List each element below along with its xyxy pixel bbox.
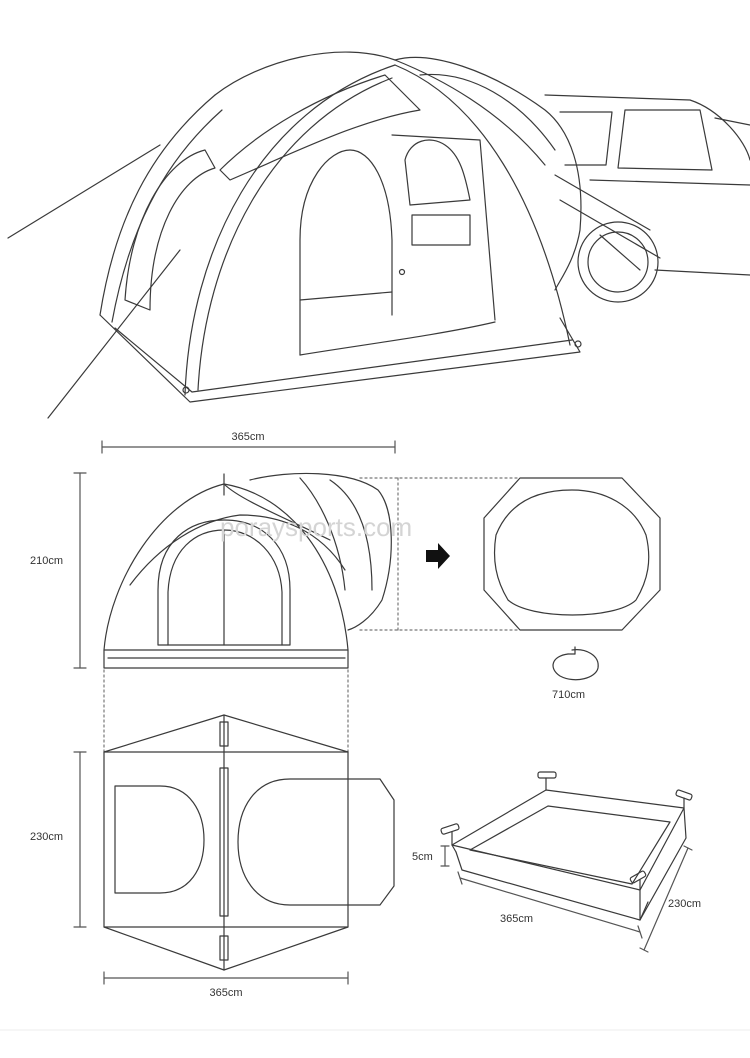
corner-post-right <box>675 789 693 801</box>
side-window <box>124 149 216 311</box>
awning-perimeter-label: 710cm <box>552 689 585 701</box>
dashed-connectors-bottom <box>103 669 349 753</box>
floor-depth-label: 230cm <box>30 831 63 843</box>
tub-width-label: 365cm <box>500 913 533 925</box>
floor-left-door <box>114 785 205 894</box>
tent-perspective-illustration <box>7 51 750 419</box>
rear-window <box>404 139 471 206</box>
tub-depth-label: 230cm <box>668 898 701 910</box>
right-arrow-icon <box>426 543 450 569</box>
floor-plan-outline <box>103 714 349 971</box>
dimension-tub-depth <box>639 845 693 953</box>
dimension-floor-depth <box>73 751 87 928</box>
awning-flat-outline <box>483 477 661 631</box>
tent-base <box>99 314 581 403</box>
car-roof <box>544 94 750 161</box>
stake-left <box>182 386 190 394</box>
guy-line-front <box>47 249 181 419</box>
floor-width-label: 365cm <box>209 987 242 999</box>
dimension-tub-wall <box>440 845 450 867</box>
front-pole-left <box>184 64 396 396</box>
corner-post-left <box>440 823 460 835</box>
top-width-label: 365cm <box>231 431 264 443</box>
car-wheel-outer <box>577 221 659 303</box>
front-door <box>299 149 393 356</box>
dimension-top-width <box>101 440 396 454</box>
corner-post-front <box>629 870 647 884</box>
tent-front-view <box>103 472 392 669</box>
pole-clip-top <box>219 721 229 747</box>
inner-seat <box>411 214 471 246</box>
floor-plan <box>103 714 395 971</box>
front-awning <box>219 74 421 181</box>
dimension-tub-width <box>457 871 643 939</box>
car-sleeve <box>394 56 582 291</box>
dimension-front-height <box>73 472 87 669</box>
pole-clip-bottom <box>219 935 229 961</box>
roof-dome <box>214 51 546 166</box>
car-window-2 <box>617 109 713 171</box>
tub-base-front <box>455 851 649 921</box>
front-door-outline <box>157 519 291 646</box>
front-pole-right <box>394 64 571 346</box>
floor-right-extension <box>237 778 395 906</box>
tub-base-right <box>639 807 687 921</box>
stake-right <box>574 340 582 348</box>
corner-post-back <box>537 771 557 779</box>
car-window-1 <box>559 111 613 166</box>
watermark-text: poraysports.com <box>220 512 412 542</box>
perimeter-loop-icon <box>552 646 599 681</box>
pole-sleeve-center <box>219 767 229 917</box>
front-sleeve <box>249 472 392 631</box>
guy-line-left <box>7 144 161 239</box>
dimension-floor-width <box>103 971 349 985</box>
car-wheel-inner <box>587 231 649 293</box>
tub-floor <box>440 771 693 921</box>
awning-inner-panel <box>493 489 650 616</box>
front-height-label: 210cm <box>30 555 63 567</box>
tub-wall-label: 5cm <box>412 851 433 863</box>
dashed-connectors-top <box>359 477 521 631</box>
